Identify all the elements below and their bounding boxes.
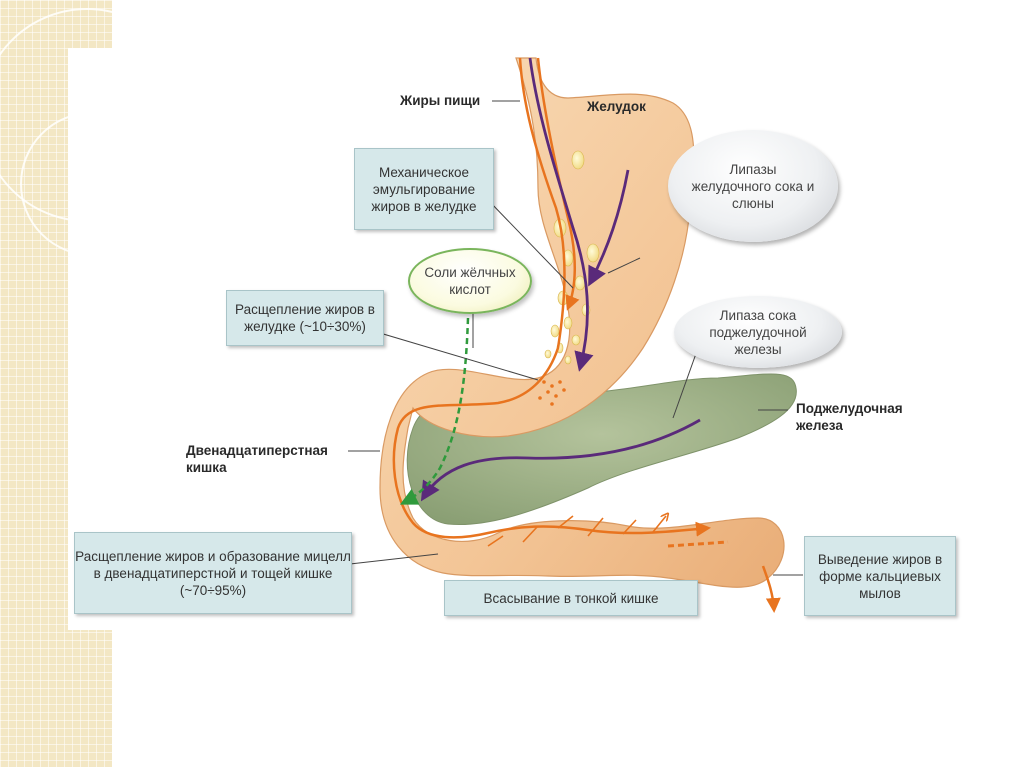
mech-emulsification-box: Механическое эмульгирование жиров в желу… [354, 148, 494, 230]
gastric-breakdown-box: Расщепление жиров в желудке (~10÷30%) [226, 290, 384, 346]
gastric-lipases-bubble: Липазы желудочного сока и слюны [668, 130, 838, 242]
duodenal-breakdown-box: Расщепление жиров и образование мицелл в… [74, 532, 352, 614]
excretion-box: Выведение жиров в форме кальциевых мылов [804, 536, 956, 616]
pancreatic-lipase-bubble: Липаза сока поджелудочной железы [674, 296, 842, 368]
absorption-box: Всасывание в тонкой кишке [444, 580, 698, 616]
bile-salts-bubble: Соли жёлчных кислот [408, 248, 532, 314]
diagram-canvas: Жиры пищи Желудок Поджелудочная железа Д… [68, 48, 1024, 630]
pancreas-label: Поджелудочная железа [796, 400, 926, 434]
food-fats-label: Жиры пищи [400, 92, 480, 109]
duodenum-label: Двенадцатиперстная кишка [186, 442, 351, 476]
stomach-label: Желудок [587, 98, 646, 115]
